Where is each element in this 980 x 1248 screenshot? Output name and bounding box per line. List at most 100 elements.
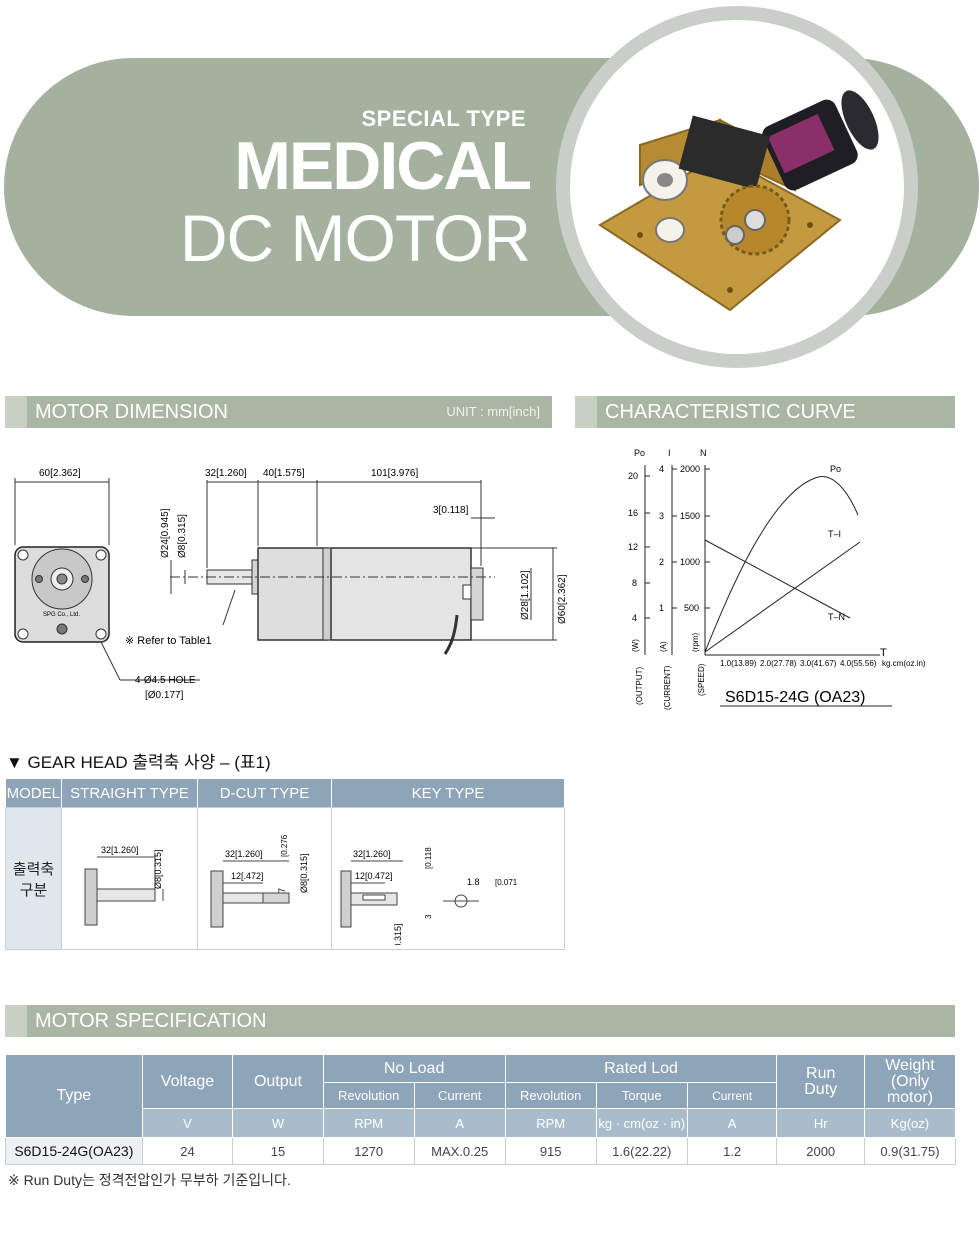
header-no-load: No Load (322, 1054, 506, 1083)
cell-current-rated: 1.2 (686, 1137, 778, 1165)
section-title: MOTOR DIMENSION (35, 401, 228, 423)
hero-subtitle: SPECIAL TYPE (361, 106, 526, 131)
section-title: MOTOR SPECIFICATION (35, 1010, 267, 1032)
tick-label: 1 (659, 603, 664, 613)
cell-type: S6D15-24G(OA23) (5, 1137, 143, 1165)
cell-output: 15 (232, 1137, 324, 1165)
unit-rpm-rated: RPM (504, 1108, 597, 1138)
product-photo (570, 20, 904, 354)
tick-label: 12 (628, 542, 638, 552)
motor-illustration (598, 90, 879, 312)
series-label-tn: T–N (828, 612, 845, 622)
gear-head-table: MODEL STRAIGHT TYPE D-CUT TYPE KEY TYPE … (5, 779, 565, 963)
hole-note: 4-Ø4.5 HOLE (135, 675, 196, 686)
tick-label: 8 (632, 578, 637, 588)
tick-label: 4 (659, 464, 664, 474)
dim-3: 3[0.118] (433, 505, 469, 516)
hole-note-inch: [Ø0.177] (145, 690, 184, 701)
motor-dimension-drawing: 60[2.362] 32[1.260] 40[1.575] 101[3.976]… (14, 468, 568, 701)
tick-label: 2.0(27.78) (760, 659, 797, 668)
cell-current: MAX.0.25 (413, 1137, 506, 1165)
dcut-dim-276: [0.276 (280, 834, 289, 857)
key-dim-071: [0.071 (495, 878, 518, 887)
header-revolution: Revolution (322, 1082, 415, 1109)
dim-d60: Ø60[2.362] (557, 574, 568, 624)
footnote: ※ Run Duty는 정격전압인가 무부하 기준입니다. (8, 1172, 291, 1188)
section-header-motor-dimension: MOTOR DIMENSION UNIT : mm[inch] (5, 396, 552, 428)
dim-40: 40[1.575] (263, 468, 305, 479)
straight-dim-32: 32[1.260] (101, 845, 139, 855)
motor-spec-table: Type Voltage Output No Load Rated Lod Ru… (5, 1054, 957, 1165)
dim-d24: Ø24[0.945] (160, 508, 171, 558)
col-dcut: D-CUT TYPE (197, 779, 332, 808)
dim-d28: Ø28[1.102] (520, 570, 531, 620)
dcut-type-drawing: 32[1.260] 12[.472] 7 [0.276 Ø8[0.315] (197, 807, 332, 950)
section-title: CHARACTERISTIC CURVE (605, 401, 856, 423)
unit-w: (W) (631, 639, 640, 652)
header-revolution-rated: Revolution (504, 1082, 597, 1109)
unit-a-rated: A (686, 1108, 778, 1138)
table-row: S6D15-24G(OA23) 24 15 1270 MAX.0.25 915 … (5, 1137, 957, 1165)
key-dim-118: [0.118 (424, 847, 433, 869)
hero-title-medical: MEDICAL (234, 128, 532, 204)
section-header-motor-specification: MOTOR SPECIFICATION (5, 1005, 955, 1037)
label-output: (OUTPUT) (635, 666, 644, 705)
col-straight: STRAIGHT TYPE (61, 779, 198, 808)
dcut-dim-7: 7 (277, 888, 287, 893)
tick-label: 16 (628, 508, 638, 518)
dim-101: 101[3.976] (371, 468, 418, 479)
cell-run-duty: 2000 (776, 1137, 865, 1165)
col-model: MODEL (5, 779, 62, 808)
tick-label: 3 (659, 511, 664, 521)
key-dim-18: 1.8 (467, 877, 480, 887)
unit-kgoz: Kg(oz) (863, 1108, 957, 1138)
tick-label: 1.0(13.89) (720, 659, 757, 668)
unit-rpm: (rpm) (691, 633, 700, 652)
cell-revolution: 1270 (322, 1137, 415, 1165)
label-speed: (SPEED) (697, 663, 706, 696)
dim-32: 32[1.260] (205, 468, 247, 479)
unit-rpm: RPM (322, 1108, 415, 1138)
unit-v: V (141, 1108, 234, 1138)
series-label-po: Po (830, 464, 841, 474)
cell-weight: 0.9(31.75) (863, 1137, 957, 1165)
cell-revolution-rated: 915 (504, 1137, 597, 1165)
axis-i-label: I (668, 448, 671, 458)
dcut-dim-12: 12[.472] (231, 871, 264, 881)
unit-kgcm: kg · cm(oz · in) (595, 1108, 688, 1138)
x-unit-label: kg.cm(oz.in) (882, 659, 926, 668)
refer-note: ※ Refer to Table1 (125, 635, 212, 647)
key-dim-3: 3 (424, 914, 433, 919)
unit-w: W (232, 1108, 324, 1138)
unit-a: A (413, 1108, 506, 1138)
header-torque: Torque (595, 1082, 688, 1109)
cell-torque: 1.6(22.22) (595, 1137, 688, 1165)
key-dim-8: Ø8[0.315] (393, 923, 403, 945)
header-run-duty: Run Duty (776, 1054, 865, 1109)
section-header-characteristic-curve: CHARACTERISTIC CURVE (575, 396, 955, 428)
dim-60: 60[2.362] (39, 468, 81, 479)
hero-title-dc-motor: DC MOTOR (179, 201, 531, 275)
series-label-ti: T–I (828, 529, 841, 539)
header-current: Current (413, 1082, 506, 1109)
unit-label: UNIT : mm[inch] (446, 404, 540, 419)
brand-label: SPG Co., Ltd. (43, 612, 80, 618)
key-type-drawing: 32[1.260] 12[0.472] 3 [0.118 1.8 [0.071 … (331, 807, 565, 963)
header-type: Type (5, 1054, 143, 1138)
cell-voltage: 24 (141, 1137, 234, 1165)
key-dim-12: 12[0.472] (355, 871, 393, 881)
unit-hr: Hr (776, 1108, 865, 1138)
header-voltage: Voltage (141, 1054, 234, 1109)
dim-d8: Ø8[0.315] (177, 514, 188, 558)
col-key: KEY TYPE (331, 779, 565, 808)
tick-label: 4 (632, 613, 637, 623)
tick-label: 3.0(41.67) (800, 659, 837, 668)
tick-label: 2 (659, 557, 664, 567)
tick-label: 20 (628, 471, 638, 481)
row-label: 출력축 구분 (5, 807, 62, 950)
key-dim-32: 32[1.260] (353, 849, 391, 859)
header-weight: Weight (Only motor) (863, 1054, 957, 1109)
header-output: Output (232, 1054, 324, 1109)
label-current: (CURRENT) (663, 665, 672, 710)
straight-type-drawing: 32[1.260] Ø8[0.315] (61, 807, 198, 950)
